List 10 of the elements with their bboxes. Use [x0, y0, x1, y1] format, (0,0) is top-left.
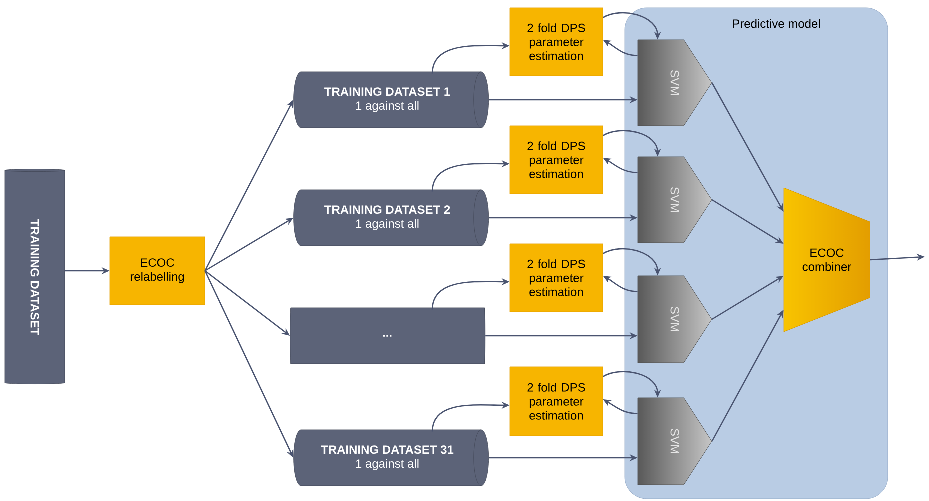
- dataset-cylinder: TRAINING DATASET: [4, 169, 66, 384]
- process-box: 2 fold DPS parameter estimation: [510, 8, 604, 76]
- dataset-cylinder: TRAINING DATASET 1 1 against all: [294, 72, 490, 128]
- process-box: 2 fold DPS parameter estimation: [510, 366, 604, 436]
- dataset-cylinder: TRAINING DATASET 31 1 against all: [294, 430, 490, 486]
- process-box: 2 fold DPS parameter estimation: [510, 126, 604, 194]
- dataset-cylinder: ...: [290, 308, 486, 364]
- process-box: ECOC relabelling: [110, 236, 206, 306]
- dataset-cylinder: TRAINING DATASET 2 1 against all: [294, 190, 490, 246]
- process-box: 2 fold DPS parameter estimation: [510, 244, 604, 312]
